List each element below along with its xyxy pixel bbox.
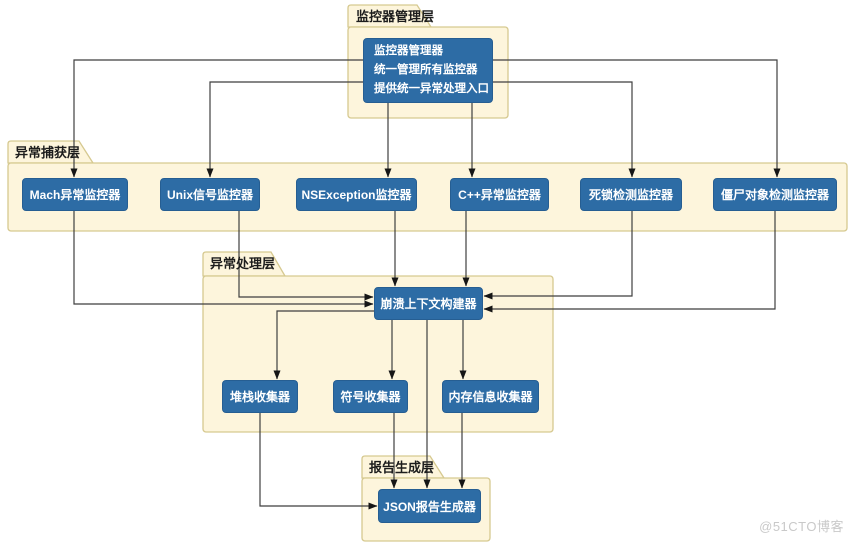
edge-manager-to-mach — [70, 59, 363, 178]
node-monitor-manager-line2: 统一管理所有监控器 — [374, 64, 478, 76]
node-cpp-exception-monitor: C++异常监控器 — [450, 178, 549, 211]
node-deadlock-monitor: 死锁检测监控器 — [580, 178, 682, 211]
watermark: @51CTO博客 — [759, 519, 844, 534]
node-symbol-collector: 符号收集器 — [333, 380, 408, 413]
layer-label-handler: 异常处理层 — [210, 256, 276, 271]
edge-unix-to-crash — [238, 211, 374, 301]
node-json-report-generator: JSON报告生成器 — [378, 489, 481, 523]
node-nsexception-monitor: NSException监控器 — [296, 178, 417, 211]
node-mach-monitor: Mach异常监控器 — [22, 178, 128, 211]
layer-label-capture: 异常捕获层 — [15, 145, 81, 160]
edge-manager-to-unix — [206, 81, 363, 178]
edge-manager-to-zombie — [493, 59, 781, 178]
edge-stack-to-json — [259, 413, 378, 510]
node-zombie-monitor: 僵尸对象检测监控器 — [713, 178, 837, 211]
edge-deadlock-to-crash — [483, 211, 633, 300]
node-unix-signal-monitor: Unix信号监控器 — [160, 178, 260, 211]
edge-manager-to-deadlock — [493, 81, 636, 178]
edge-zombie-to-crash — [483, 211, 776, 313]
node-monitor-manager-line1: 监控器管理器 — [374, 45, 443, 57]
node-monitor-manager: 监控器管理器 统一管理所有监控器 提供统一异常处理入口 — [363, 38, 493, 103]
node-crash-context-builder: 崩溃上下文构建器 — [374, 287, 483, 320]
layer-label-report: 报告生成层 — [369, 460, 435, 475]
edge-crash-to-stack — [273, 310, 374, 380]
layer-label-manager: 监控器管理层 — [356, 9, 435, 24]
node-memory-info-collector: 内存信息收集器 — [442, 380, 539, 413]
edge-mach-to-crash — [73, 211, 374, 308]
node-monitor-manager-line3: 提供统一异常处理入口 — [374, 83, 489, 95]
node-stack-collector: 堆栈收集器 — [222, 380, 298, 413]
